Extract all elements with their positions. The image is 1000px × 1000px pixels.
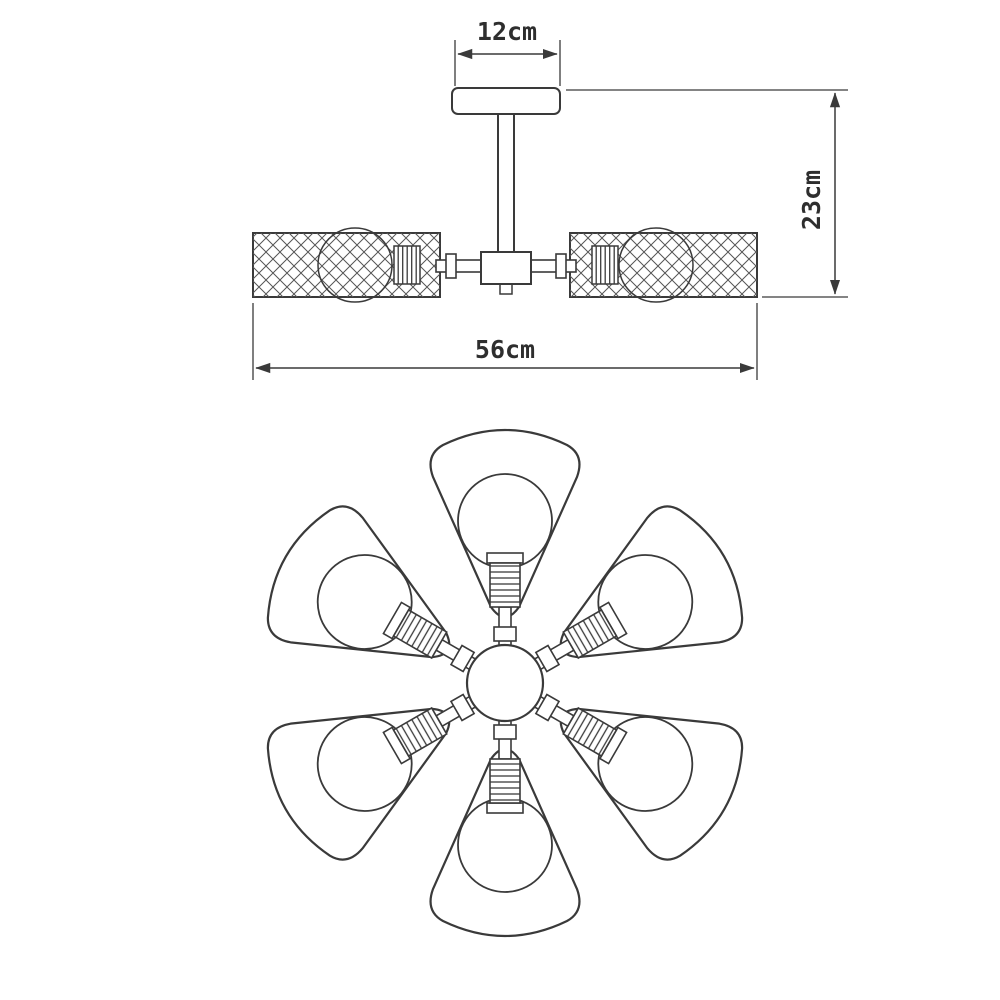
height-label: 23cm — [797, 170, 826, 230]
arm-left — [435, 259, 487, 273]
bulb-side-right — [618, 227, 694, 303]
side-view: 12cm 23cm 56cm — [252, 17, 848, 380]
dimension-height: 23cm — [566, 89, 848, 298]
bulb-side-left — [317, 227, 393, 303]
arm-plate-right — [555, 253, 567, 279]
petal-bottom — [429, 717, 581, 938]
hub-stub — [499, 283, 513, 295]
arm-right — [525, 259, 577, 273]
plan-view — [247, 428, 763, 938]
stem — [497, 111, 515, 255]
center-hub-side — [480, 251, 532, 285]
side-shade-left — [252, 227, 441, 303]
side-shade-right — [569, 227, 758, 303]
center-hub-plan — [465, 643, 545, 723]
ceiling-canopy — [451, 87, 561, 115]
canopy-width-label: 12cm — [477, 17, 537, 46]
dimension-canopy-width: 12cm — [454, 17, 561, 86]
arm-plate-left — [445, 253, 457, 279]
dimension-total-width: 56cm — [252, 303, 758, 380]
total-width-label: 56cm — [475, 335, 535, 364]
petal-top — [429, 428, 581, 649]
